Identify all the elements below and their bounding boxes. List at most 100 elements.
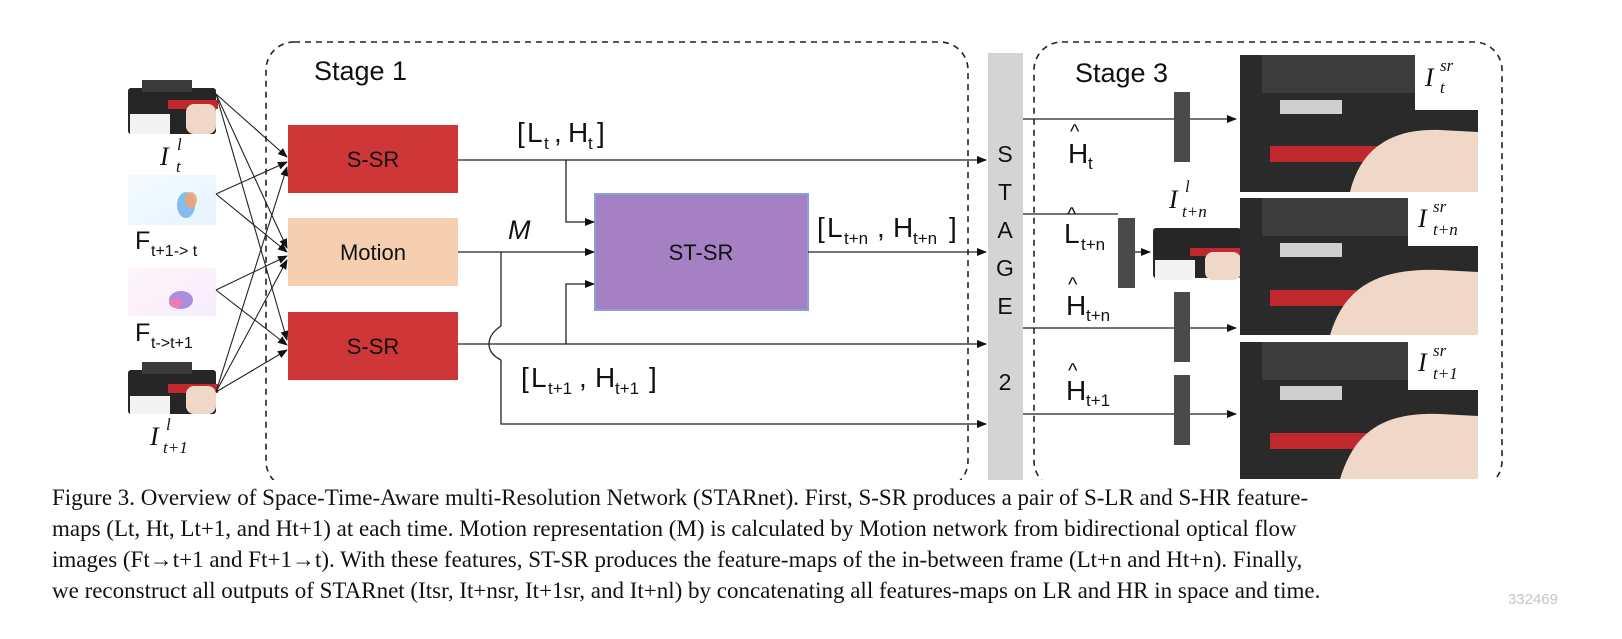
stage2-letter: E [997,293,1012,319]
svg-text:[: [ [817,212,825,243]
input-frame-t1-image [128,362,218,414]
svg-text:L: L [527,117,543,148]
svg-text:H: H [1068,138,1088,169]
starnet-diagram: Stage 1 Stage 3 S T A G E 2 I l t F t+1-… [128,41,1503,480]
motion-label: Motion [340,240,406,265]
stage3-arrows [1023,115,1237,418]
svg-text:L: L [1064,218,1080,249]
hr-output-label-tn: I sr t+n [1417,197,1458,239]
svg-text:^: ^ [1068,360,1078,382]
svg-text:]: ] [597,117,605,148]
hr-output-image-t [1240,55,1478,192]
svg-text:t+n: t+n [913,229,937,248]
watermark: 332469 [1507,591,1558,608]
flow-image-forward [128,175,216,225]
stage2-letters: S T A G E 2 [996,141,1014,395]
svg-text:F: F [135,319,150,347]
ssr-bottom-label: S-SR [347,334,400,359]
hr-output-image-tn [1240,198,1478,335]
figure-caption: Figure 3. Overview of Space-Time-Aware m… [52,482,1572,606]
svg-text:L: L [827,212,843,243]
caption-line: images (Ft→t+1 and Ft+1→t). With these f… [52,547,1303,572]
svg-text:t+1: t+1 [1086,391,1110,410]
stage2-letter: S [997,141,1012,167]
svg-text:]: ] [649,362,657,393]
svg-text:[: [ [521,362,529,393]
lr-output-image [1153,228,1242,280]
ssr-top-block [288,125,458,193]
input-arrows [215,93,289,393]
flow-forward-label: F t+1-> t [135,227,198,260]
stage3-label-l-tn: ^ L t+n [1064,204,1105,254]
stage1-title: Stage 1 [314,56,407,86]
stage3-title: Stage 3 [1075,58,1168,88]
feature-label-t1: [ L t+1 , H t+1 ] [521,362,657,398]
stage2-letter: G [996,255,1014,281]
svg-text:t+1: t+1 [1433,364,1458,383]
svg-text:t+n: t+n [1433,220,1458,239]
svg-text:I: I [1417,348,1428,377]
svg-text:t+n: t+n [1081,235,1105,254]
svg-text:t+n: t+n [1086,306,1110,325]
svg-text:t: t [176,157,182,176]
svg-text:t: t [588,134,593,153]
svg-text:t+1: t+1 [548,379,572,398]
svg-text:H: H [1066,290,1086,321]
feature-arrows [458,156,987,428]
svg-text:t+n: t+n [844,229,868,248]
svg-text:I: I [1168,185,1179,214]
flow-image-backward [128,268,216,316]
svg-text:H: H [1066,375,1086,406]
stage2-bar [988,53,1023,480]
motion-rep-label: M [508,215,531,245]
input-frame-t1-label: I l t+1 [149,415,188,457]
svg-text:I: I [1424,63,1435,92]
caption-line: maps (Lt, Ht, Lt+1, and Ht+1) at each ti… [52,516,1297,541]
caption-line: Figure 3. Overview of Space-Time-Aware m… [52,485,1309,510]
concat-bar-lr [1118,218,1135,288]
svg-text:H: H [595,362,615,393]
svg-text:I: I [149,422,160,451]
input-frame-t-image [128,80,218,134]
stage3-container [1033,41,1503,480]
svg-text:I: I [159,142,170,171]
stage2-letter: T [998,179,1012,205]
svg-text:H: H [893,212,913,243]
svg-text:t: t [1440,78,1446,97]
input-frame-t-label: I l t [159,135,182,176]
concat-bar-t [1174,92,1190,162]
feature-label-tn: [ L t+n , H t+n ] [817,212,957,248]
motion-block [288,218,458,286]
concat-bar-t1 [1174,375,1190,445]
stage2-letter: A [997,217,1013,243]
flow-backward-label: F t->t+1 [135,319,193,352]
stage2-letter: 2 [999,369,1012,395]
svg-text:t+1: t+1 [615,379,639,398]
hr-output-image-t1 [1240,342,1478,479]
stage3-label-h-t: ^ H t [1068,121,1093,173]
ssr-bottom-block [288,312,458,380]
svg-text:^: ^ [1070,121,1080,143]
svg-text:^: ^ [1067,204,1077,226]
caption-line: we reconstruct all outputs of STARnet (I… [52,578,1321,603]
ssr-top-label: S-SR [347,147,400,172]
stsr-label: ST-SR [669,240,734,265]
stage3-label-h-t1: ^ H t+1 [1066,360,1110,410]
stage3-label-h-tn: ^ H t+n [1066,274,1110,325]
hr-output-label-t: I sr t [1424,56,1454,97]
svg-text:,: , [877,212,885,243]
svg-text:t+n: t+n [1182,202,1207,221]
stage1-container [265,41,969,480]
svg-text:H: H [568,117,588,148]
svg-text:sr: sr [1433,197,1447,216]
svg-text:^: ^ [1068,274,1078,296]
svg-text:I: I [1417,204,1428,233]
svg-text:,: , [579,362,587,393]
stsr-block [594,193,809,311]
svg-text:t->t+1: t->t+1 [151,335,193,352]
svg-text:l: l [1185,177,1190,196]
hr-output-label-t1: I sr t+1 [1417,341,1458,383]
svg-text:t: t [544,134,549,153]
svg-text:sr: sr [1440,56,1454,75]
svg-text:]: ] [949,212,957,243]
